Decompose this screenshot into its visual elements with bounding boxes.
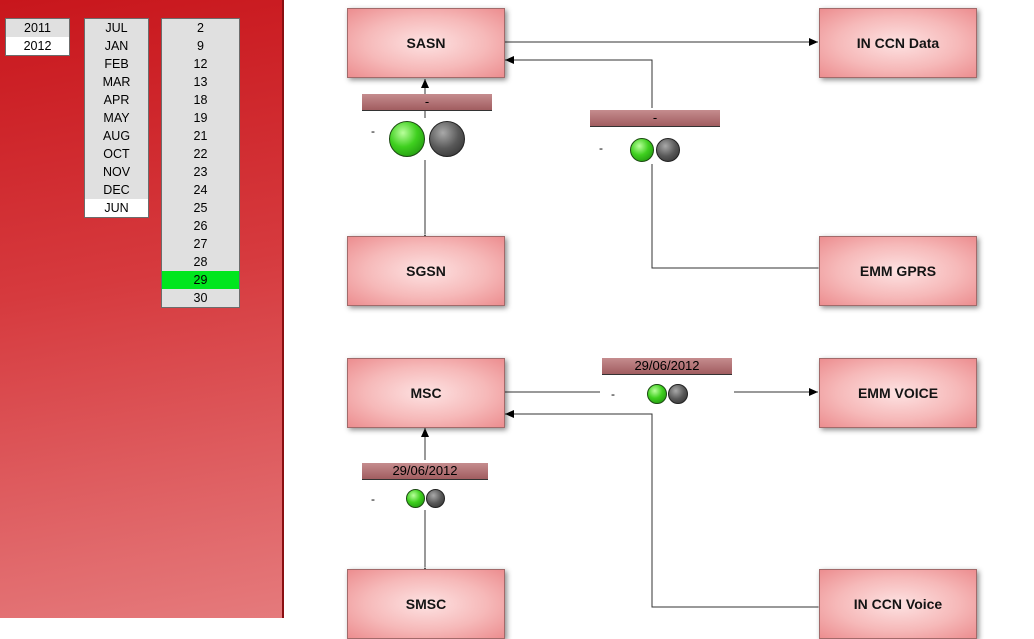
status-led-green — [630, 138, 654, 162]
node-sasn[interactable]: SASN — [347, 8, 505, 78]
status-label: - — [611, 387, 615, 401]
month-item[interactable]: NOV — [102, 165, 131, 179]
status-led-green — [647, 384, 667, 404]
day-item[interactable]: 25 — [193, 201, 208, 215]
status-led-green — [389, 121, 425, 157]
connector-emm-gprs-sasn — [505, 56, 827, 272]
day-item[interactable]: 23 — [193, 165, 208, 179]
day-item[interactable]: 28 — [193, 255, 208, 269]
month-item[interactable]: OCT — [103, 147, 130, 161]
day-item[interactable]: 18 — [193, 93, 208, 107]
day-item[interactable]: 26 — [193, 219, 208, 233]
status-date-header: 29/06/2012 — [602, 358, 732, 375]
month-item[interactable]: JUL — [105, 21, 128, 35]
status-led-gray — [426, 489, 445, 508]
status-led-gray — [656, 138, 680, 162]
status-date-header: - — [362, 94, 492, 111]
day-item[interactable]: 22 — [193, 147, 208, 161]
month-item[interactable]: APR — [103, 93, 130, 107]
year-item[interactable]: 2012 — [6, 37, 69, 55]
status-label: - — [599, 141, 603, 155]
month-item[interactable]: JAN — [104, 39, 129, 53]
day-item[interactable]: 24 — [193, 183, 208, 197]
node-msc[interactable]: MSC — [347, 358, 505, 428]
node-smsc[interactable]: SMSC — [347, 569, 505, 639]
connector-in-ccn-voice-msc — [505, 410, 827, 611]
status-date-header: - — [590, 110, 720, 127]
node-emm-voice[interactable]: EMM VOICE — [819, 358, 977, 428]
year-listbox[interactable]: 2011 2012 — [5, 18, 70, 56]
month-item[interactable]: DEC — [103, 183, 130, 197]
day-item[interactable]: 12 — [193, 57, 208, 71]
day-item[interactable]: 2 — [197, 21, 204, 35]
month-item[interactable]: FEB — [104, 57, 129, 71]
month-item[interactable]: MAY — [103, 111, 130, 125]
month-item[interactable]: AUG — [102, 129, 131, 143]
day-listbox[interactable]: 2 9 12 13 18 19 21 22 23 24 25 26 27 28 … — [161, 18, 240, 308]
month-item[interactable]: MAR — [102, 75, 131, 89]
day-item[interactable]: 21 — [193, 129, 208, 143]
status-label: - — [371, 124, 375, 138]
node-sgsn[interactable]: SGSN — [347, 236, 505, 306]
day-item[interactable]: 27 — [193, 237, 208, 251]
status-led-gray — [668, 384, 688, 404]
year-item[interactable]: 2011 — [24, 21, 51, 35]
status-led-green — [406, 489, 425, 508]
day-item[interactable]: 9 — [197, 39, 204, 53]
status-led-gray — [429, 121, 465, 157]
node-in-ccn-voice[interactable]: IN CCN Voice — [819, 569, 977, 639]
day-item[interactable]: 30 — [193, 291, 208, 305]
day-item-selected[interactable]: 29 — [162, 271, 239, 289]
status-date-header: 29/06/2012 — [362, 463, 488, 480]
node-in-ccn-data[interactable]: IN CCN Data — [819, 8, 977, 78]
day-item[interactable]: 19 — [193, 111, 208, 125]
node-emm-gprs[interactable]: EMM GPRS — [819, 236, 977, 306]
month-listbox[interactable]: JUL JAN FEB MAR APR MAY AUG OCT NOV DEC … — [84, 18, 149, 218]
connector-lines — [421, 38, 827, 611]
status-label: - — [371, 492, 375, 506]
day-item[interactable]: 13 — [193, 75, 208, 89]
month-item[interactable]: JUN — [85, 199, 148, 217]
